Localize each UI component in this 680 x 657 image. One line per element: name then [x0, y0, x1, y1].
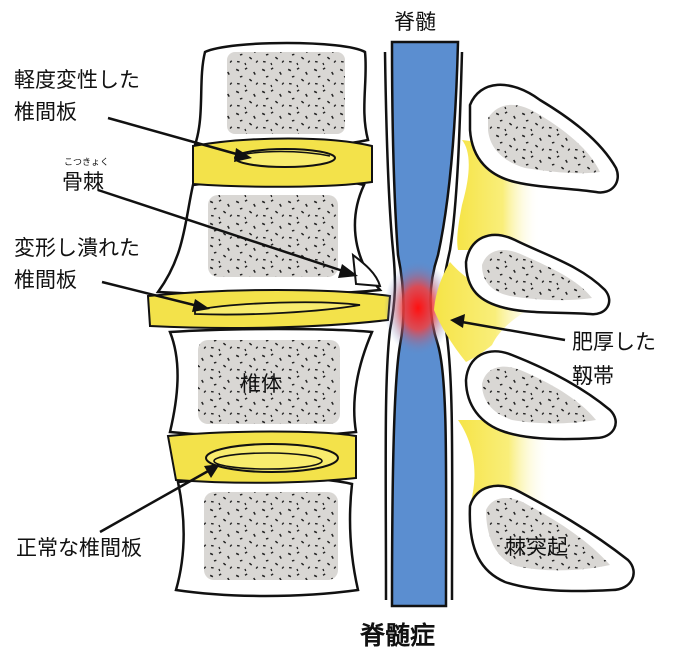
label-crushed-disc-line1: 変形し潰れた	[14, 234, 140, 263]
disc-normal	[168, 432, 356, 483]
disc-crushed	[148, 290, 390, 328]
label-osteophyte: 骨棘	[62, 168, 104, 197]
label-ligament-line2: 靱帯	[572, 362, 614, 391]
label-spinous-process: 棘突起	[505, 533, 568, 562]
label-degenerated-disc-line1: 軽度変性した	[14, 66, 140, 95]
vertebra-2	[158, 178, 380, 295]
label-spinal-cord: 脊髄	[394, 8, 436, 37]
vertebra-1	[195, 43, 368, 148]
label-normal-disc: 正常な椎間板	[16, 534, 142, 563]
osteophyte-spur	[353, 255, 380, 286]
label-osteophyte-ruby: こつきょく	[64, 158, 109, 168]
disc-mildly-degenerated	[193, 139, 372, 187]
diagram-title: 脊髄症	[360, 616, 435, 652]
label-vertebral-body: 椎体	[240, 370, 282, 399]
label-degenerated-disc-line2: 椎間板	[14, 98, 77, 127]
vertebra-4	[176, 478, 358, 596]
label-ligament-line1: 肥厚した	[572, 328, 656, 357]
label-crushed-disc-line2: 椎間板	[14, 266, 77, 295]
